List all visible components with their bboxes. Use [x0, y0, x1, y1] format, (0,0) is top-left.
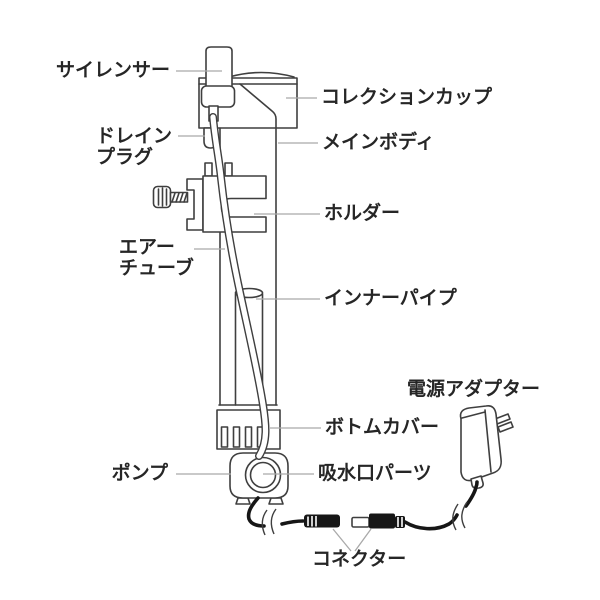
pump-label: ポンプ: [111, 462, 168, 484]
silencer-label: サイレンサー: [55, 59, 170, 81]
air-tube-label: エアー チューブ: [119, 237, 194, 279]
drain-plug-label: ドレイン プラグ: [96, 126, 172, 168]
intake-part-label: 吸水口パーツ: [318, 462, 432, 484]
bottom-cover-drawing: [216, 404, 281, 450]
drain-plug-label-line1: ドレイン: [96, 125, 173, 147]
air-tube-label-line1: エアー: [119, 236, 175, 258]
connector-label: コネクター: [312, 548, 407, 570]
intake-part-drawing: [244, 456, 282, 494]
power-adapter-label: 電源アダプター: [407, 378, 541, 400]
air-tube-drawing: [209, 113, 270, 460]
power-adapter-drawing: [459, 405, 514, 489]
pump-drawing: [229, 452, 289, 505]
holder-label: ホルダー: [324, 202, 401, 224]
collection-cup-label: コレクションカップ: [321, 86, 493, 108]
holder-drawing: [152, 162, 267, 233]
silencer-drawing: [200, 46, 236, 122]
main-body-label: メインボディ: [322, 131, 435, 153]
drain-plug-label-line2: プラグ: [96, 146, 154, 168]
air-tube-label-line2: チューブ: [119, 257, 194, 279]
power-cable-drawing: [246, 480, 479, 536]
inner-pipe-label: インナーパイプ: [324, 287, 457, 309]
connector-drawing: [304, 513, 405, 529]
leader-lines: [176, 70, 372, 552]
bottom-cover-label: ボトムカバー: [325, 416, 440, 438]
